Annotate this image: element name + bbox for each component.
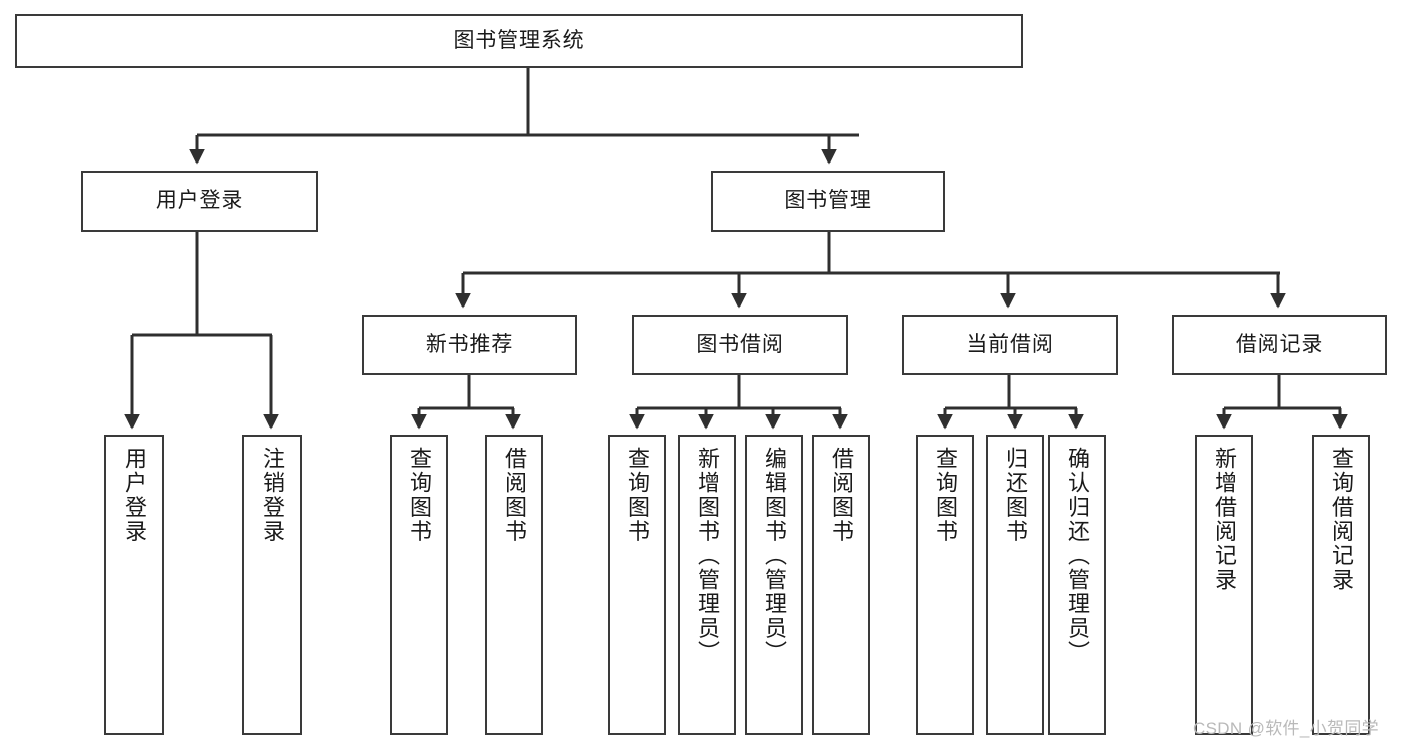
node-borrow-record[interactable]: 借阅记录 bbox=[1172, 315, 1387, 375]
leaf-user-login[interactable]: 用户登录 bbox=[104, 435, 164, 735]
leaf-add-record-label: 新增借阅记录 bbox=[1211, 447, 1237, 593]
node-new-book-recommend-label: 新书推荐 bbox=[425, 332, 514, 356]
leaf-borrow-book-1[interactable]: 借阅图书 bbox=[485, 435, 543, 735]
node-root-label: 图书管理系统 bbox=[453, 28, 585, 52]
leaf-query-book-1-label: 查询图书 bbox=[406, 447, 432, 544]
leaf-add-book[interactable]: 新增图书（管理员） bbox=[678, 435, 736, 735]
leaf-edit-book[interactable]: 编辑图书（管理员） bbox=[745, 435, 803, 735]
node-new-book-recommend[interactable]: 新书推荐 bbox=[362, 315, 577, 375]
leaf-add-record[interactable]: 新增借阅记录 bbox=[1195, 435, 1253, 735]
leaf-logout-login-label: 注销登录 bbox=[259, 447, 285, 544]
node-user-login[interactable]: 用户登录 bbox=[81, 171, 318, 232]
leaf-query-book-2[interactable]: 查询图书 bbox=[608, 435, 666, 735]
node-current-borrow-label: 当前借阅 bbox=[966, 332, 1054, 356]
leaf-add-book-label: 新增图书（管理员） bbox=[694, 447, 720, 665]
leaf-borrow-book-2-label: 借阅图书 bbox=[828, 447, 854, 544]
leaf-query-record[interactable]: 查询借阅记录 bbox=[1312, 435, 1370, 735]
node-book-borrow[interactable]: 图书借阅 bbox=[632, 315, 848, 375]
node-root[interactable]: 图书管理系统 bbox=[15, 14, 1023, 68]
leaf-confirm-return[interactable]: 确认归还（管理员） bbox=[1048, 435, 1106, 735]
leaf-logout-login[interactable]: 注销登录 bbox=[242, 435, 302, 735]
node-borrow-record-label: 借阅记录 bbox=[1235, 332, 1324, 356]
leaf-query-book-3[interactable]: 查询图书 bbox=[916, 435, 974, 735]
leaf-return-book-label: 归还图书 bbox=[1002, 447, 1028, 544]
leaf-edit-book-label: 编辑图书（管理员） bbox=[761, 447, 787, 665]
node-book-borrow-label: 图书借阅 bbox=[696, 332, 784, 356]
node-current-borrow[interactable]: 当前借阅 bbox=[902, 315, 1118, 375]
leaf-user-login-label: 用户登录 bbox=[121, 447, 147, 544]
leaf-query-book-2-label: 查询图书 bbox=[624, 447, 650, 544]
leaf-return-book[interactable]: 归还图书 bbox=[986, 435, 1044, 735]
leaf-borrow-book-2[interactable]: 借阅图书 bbox=[812, 435, 870, 735]
node-user-login-label: 用户登录 bbox=[155, 189, 244, 213]
csdn-watermark: CSDN @软件_小贺同学 bbox=[1193, 719, 1380, 738]
leaf-query-book-1[interactable]: 查询图书 bbox=[390, 435, 448, 735]
node-book-manage[interactable]: 图书管理 bbox=[711, 171, 945, 232]
node-book-manage-label: 图书管理 bbox=[784, 189, 872, 213]
leaf-query-book-3-label: 查询图书 bbox=[932, 447, 958, 544]
leaf-borrow-book-1-label: 借阅图书 bbox=[501, 447, 527, 544]
leaf-query-record-label: 查询借阅记录 bbox=[1328, 447, 1354, 593]
leaf-confirm-return-label: 确认归还（管理员） bbox=[1064, 447, 1090, 665]
